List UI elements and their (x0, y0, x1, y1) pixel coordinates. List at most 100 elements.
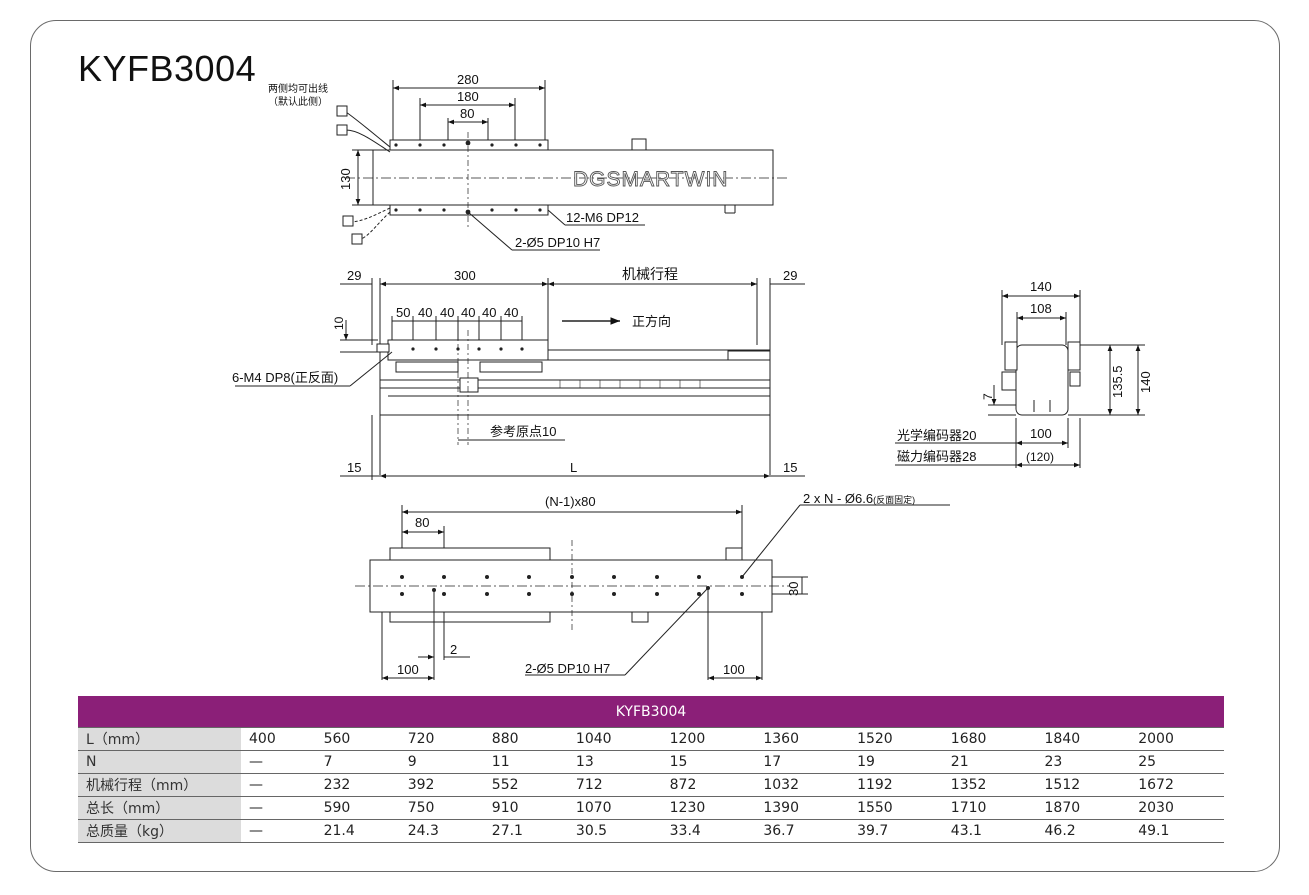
dim-100-left: 100 (397, 662, 419, 677)
top-view-labels: 两侧均可出线 （默认此侧） 280 180 80 130 DGSMARTWIN … (268, 72, 728, 250)
dim-300: 300 (454, 268, 476, 283)
table-cell: 11 (483, 750, 568, 774)
table-cell: 1680 (942, 727, 1037, 751)
encoder-magnetic: 磁力编码器28 (897, 449, 976, 464)
end-view (895, 290, 1145, 468)
table-cell: 17 (755, 750, 850, 774)
dim-130: 130 (338, 168, 353, 190)
row-label: 总质量（kg） (78, 819, 241, 843)
dim-30: 30 (786, 582, 801, 596)
table-cell: 1390 (755, 796, 850, 820)
table-cell: 15 (661, 750, 756, 774)
dim-280: 280 (457, 72, 479, 87)
dim-40-3: 40 (461, 305, 475, 320)
dim-L: L (570, 460, 577, 475)
row-label: L（mm） (78, 727, 241, 751)
bottom-view-labels: (N-1)x80 2 x N - Ø6.6(反面固定) 80 30 2 100 … (397, 491, 915, 677)
table-cell: 1192 (849, 773, 943, 797)
table-cell: 1360 (755, 727, 850, 751)
table-cell: 25 (1130, 750, 1224, 774)
table-cell: 1040 (567, 727, 662, 751)
table-cell: 400 (241, 727, 316, 751)
dim-100: 100 (1030, 426, 1052, 441)
dim-100-right: 100 (723, 662, 745, 677)
ref-origin-label: 参考原点10 (490, 424, 556, 439)
table-cell: 1520 (849, 727, 943, 751)
dim-7: 7 (981, 393, 995, 400)
top-view (336, 80, 790, 251)
dim-40-2: 40 (440, 305, 454, 320)
mount-holes-text: 2 x N - Ø6.6 (803, 491, 873, 506)
row-label: N (78, 750, 241, 774)
table-cell: 552 (483, 773, 568, 797)
table-cell: 1512 (1036, 773, 1131, 797)
table-cell: — (241, 750, 316, 774)
dim-2: 2 (450, 642, 457, 657)
spec-table-title: KYFB3004 (78, 696, 1224, 728)
table-cell: 2000 (1130, 727, 1224, 751)
dim-29-right: 29 (783, 268, 797, 283)
dim-140-top: 140 (1030, 279, 1052, 294)
dim-108: 108 (1030, 301, 1052, 316)
dim-140-side: 140 (1138, 371, 1153, 393)
dim-80-bottom: 80 (415, 515, 429, 530)
dim-80: 80 (460, 106, 474, 121)
label-m4: 6-M4 DP8(正反面) (232, 370, 338, 385)
table-cell: 1870 (1036, 796, 1131, 820)
table-cell: 1710 (942, 796, 1037, 820)
dim-40-5: 40 (504, 305, 518, 320)
table-cell: 1352 (942, 773, 1037, 797)
table-cell: 49.1 (1130, 819, 1224, 843)
dim-120: (120) (1026, 450, 1054, 464)
table-cell: 7 (315, 750, 400, 774)
table-cell: — (241, 796, 316, 820)
end-view-labels: 140 108 135.5 140 7 100 (120) 光学编码器20 磁力… (897, 279, 1153, 464)
table-cell: 750 (399, 796, 484, 820)
bottom-view (355, 504, 950, 681)
table-cell: 43.1 (942, 819, 1037, 843)
mount-holes-label: 2 x N - Ø6.6(反面固定) (803, 491, 915, 506)
dim-40-4: 40 (482, 305, 496, 320)
dim-135-5: 135.5 (1110, 365, 1125, 398)
dim-15-left: 15 (347, 460, 361, 475)
table-cell: 13 (567, 750, 662, 774)
table-cell: 2030 (1130, 796, 1224, 820)
cable-note-2: （默认此侧） (268, 95, 328, 108)
dim-15-right: 15 (783, 460, 797, 475)
table-cell: 1200 (661, 727, 756, 751)
table-cell: — (241, 819, 316, 843)
table-cell: 30.5 (567, 819, 662, 843)
table-cell: 24.3 (399, 819, 484, 843)
dim-180: 180 (457, 89, 479, 104)
technical-drawing: 两侧均可出线 （默认此侧） 280 180 80 130 DGSMARTWIN … (232, 72, 1153, 681)
table-cell: 46.2 (1036, 819, 1131, 843)
table-cell: 1550 (849, 796, 943, 820)
table-cell: 1672 (1130, 773, 1224, 797)
cable-note-1: 两侧均可出线 (268, 82, 328, 95)
side-view (235, 278, 805, 480)
table-cell: 33.4 (661, 819, 756, 843)
table-cell: 712 (567, 773, 662, 797)
dim-stroke: 机械行程 (622, 266, 678, 282)
label-pin-bottom: 2-Ø5 DP10 H7 (525, 661, 610, 676)
table-cell: 1032 (755, 773, 850, 797)
table-cell: 9 (399, 750, 484, 774)
table-cell: 39.7 (849, 819, 943, 843)
dim-50: 50 (396, 305, 410, 320)
encoder-optical: 光学编码器20 (897, 428, 976, 443)
table-cell: 560 (315, 727, 400, 751)
table-cell: 23 (1036, 750, 1131, 774)
row-label: 机械行程（mm） (78, 773, 241, 797)
brand-logo: DGSMARTWIN (573, 168, 728, 191)
label-m6: 12-M6 DP12 (566, 210, 639, 225)
table-cell: 872 (661, 773, 756, 797)
table-cell: 1070 (567, 796, 662, 820)
model-title: KYFB3004 (78, 48, 257, 89)
